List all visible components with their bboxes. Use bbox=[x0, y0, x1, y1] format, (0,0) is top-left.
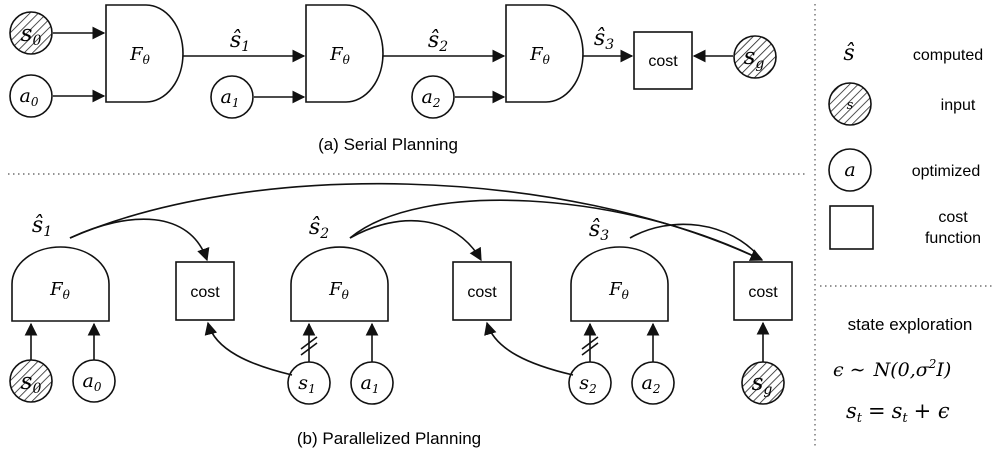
serial-input-state: s0 bbox=[9, 11, 53, 55]
legend: ŝ computed s input a optimized cost func… bbox=[828, 41, 983, 250]
legend-input-icon: s bbox=[828, 82, 872, 126]
exploration-update-equation: st=st+ ϵ bbox=[846, 399, 950, 426]
legend-computed-symbol: ŝ bbox=[843, 41, 854, 66]
legend-optimized-icon: a bbox=[828, 148, 872, 192]
serial-predicted-2: ŝ2 bbox=[428, 28, 448, 55]
svg-text:cost: cost bbox=[648, 53, 678, 70]
state-exploration: state exploration ϵ ∼N(0,σ2I) st=st+ ϵ bbox=[833, 315, 972, 426]
svg-text:cost: cost bbox=[748, 284, 778, 301]
parallel-action-0: a0 bbox=[72, 359, 116, 403]
serial-predicted-3: ŝ3 bbox=[594, 26, 614, 53]
svg-text:s0: s0 bbox=[21, 21, 42, 49]
parallel-state-1: s1 bbox=[287, 361, 331, 405]
svg-text:sg: sg bbox=[752, 370, 773, 398]
parallel-model-block-2: Fθ bbox=[290, 246, 389, 322]
parallel-goal-state: sg bbox=[741, 361, 785, 405]
serial-model-block-1: Fθ bbox=[105, 4, 184, 103]
serial-cost-box: cost bbox=[633, 31, 693, 90]
legend-cost-label-1: cost bbox=[938, 209, 968, 226]
svg-text:s2: s2 bbox=[579, 372, 596, 396]
svg-text:Fθ: Fθ bbox=[328, 279, 350, 302]
legend-input-label: input bbox=[941, 97, 976, 114]
exploration-noise-equation: ϵ ∼N(0,σ2I) bbox=[833, 357, 951, 381]
parallel-cost-box-1: cost bbox=[175, 261, 235, 321]
svg-text:a1: a1 bbox=[361, 372, 380, 396]
parallel-model-block-3: Fθ bbox=[570, 246, 669, 322]
parallel-action-1: a1 bbox=[350, 361, 394, 405]
svg-text:Fθ: Fθ bbox=[129, 44, 151, 67]
legend-optimized-label: optimized bbox=[912, 163, 980, 180]
svg-text:s0: s0 bbox=[21, 369, 42, 397]
parallel-caption: (b) Parallelized Planning bbox=[297, 429, 481, 448]
svg-text:cost: cost bbox=[467, 284, 497, 301]
serial-predicted-1: ŝ1 bbox=[230, 28, 250, 55]
svg-text:cost: cost bbox=[190, 284, 220, 301]
serial-caption: (a) Serial Planning bbox=[318, 135, 458, 154]
parallel-state-2: s2 bbox=[568, 361, 612, 405]
legend-computed-label: computed bbox=[913, 47, 983, 64]
parallel-predicted-3: ŝ3 bbox=[589, 217, 609, 244]
svg-text:s1: s1 bbox=[298, 372, 315, 396]
legend-cost-icon bbox=[829, 205, 874, 250]
svg-text:Fθ: Fθ bbox=[49, 279, 71, 302]
svg-text:a1: a1 bbox=[221, 86, 240, 110]
exploration-title: state exploration bbox=[848, 315, 973, 334]
serial-model-block-2: Fθ bbox=[305, 4, 384, 103]
svg-text:Fθ: Fθ bbox=[329, 44, 351, 67]
parallel-cost-box-3: cost bbox=[733, 261, 793, 321]
svg-text:a2: a2 bbox=[642, 372, 661, 396]
parallel-predicted-1: ŝ1 bbox=[32, 213, 52, 240]
serial-action-2: a2 bbox=[411, 75, 455, 119]
parallel-model-block-1: Fθ bbox=[11, 246, 110, 322]
serial-goal-state: sg bbox=[733, 35, 777, 79]
svg-text:s: s bbox=[847, 98, 854, 113]
parallel-planning: Fθ Fθ Fθ ŝ1 ŝ2 ŝ3 cost bbox=[9, 182, 793, 448]
serial-planning: s0 a0 Fθ ŝ1 a1 bbox=[9, 4, 777, 154]
parallel-state-0: s0 bbox=[9, 359, 53, 403]
parallel-cost-box-2: cost bbox=[452, 261, 512, 321]
legend-cost-label-2: function bbox=[925, 230, 981, 247]
svg-text:a: a bbox=[844, 159, 855, 181]
svg-text:sg: sg bbox=[744, 44, 765, 72]
parallel-predicted-2: ŝ2 bbox=[309, 215, 329, 242]
svg-text:a0: a0 bbox=[83, 370, 102, 394]
serial-model-block-3: Fθ bbox=[505, 4, 584, 103]
svg-text:a0: a0 bbox=[20, 85, 39, 109]
parallel-action-2: a2 bbox=[631, 361, 675, 405]
svg-text:Fθ: Fθ bbox=[608, 279, 630, 302]
serial-action-1: a1 bbox=[210, 75, 254, 119]
svg-text:Fθ: Fθ bbox=[529, 44, 551, 67]
serial-action-0: a0 bbox=[9, 74, 53, 118]
svg-text:a2: a2 bbox=[422, 86, 441, 110]
